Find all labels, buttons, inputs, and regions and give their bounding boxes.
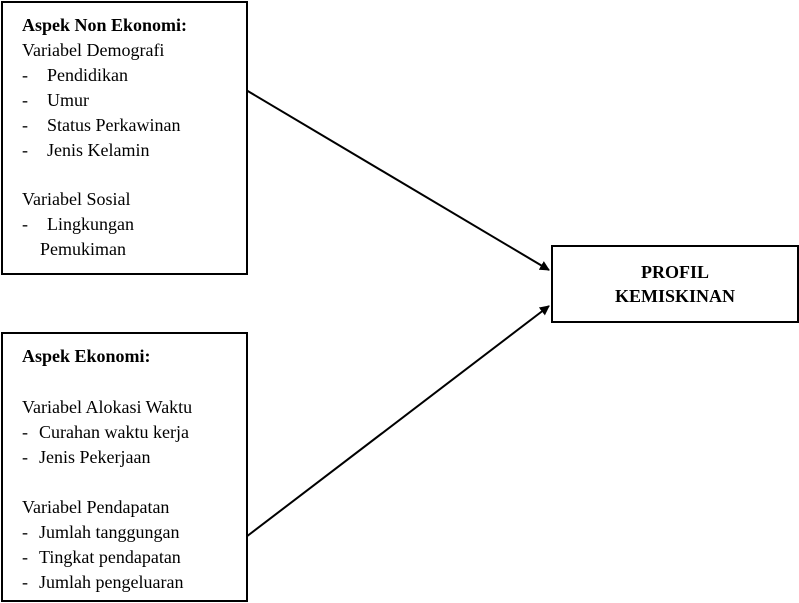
sosial-item-line1: Lingkungan: [47, 214, 134, 234]
sosial-item-line2: Pemukiman: [40, 239, 126, 259]
bullet: -: [22, 65, 28, 85]
profil-title-line2: KEMISKINAN: [614, 286, 735, 306]
bullet: -: [22, 214, 28, 234]
non-ekonomi-heading: Aspek Non Ekonomi:: [22, 15, 188, 35]
pendapatan-item: Tingkat pendapatan: [39, 547, 181, 567]
alokasi-item: Curahan waktu kerja: [39, 422, 189, 442]
profil-kemiskinan-box: PROFIL KEMISKINAN: [551, 245, 799, 323]
bullet: -: [22, 90, 28, 110]
pendapatan-label: Variabel Pendapatan: [22, 497, 170, 517]
demografi-item: Status Perkawinan: [47, 115, 181, 135]
bullet: -: [22, 547, 28, 567]
bullet: -: [22, 115, 28, 135]
arrow-ekonomi-to-profil: [245, 305, 550, 538]
bullet: -: [22, 522, 28, 542]
bullet: -: [22, 447, 28, 467]
bullet: -: [22, 422, 28, 442]
demografi-item: Umur: [47, 90, 89, 110]
arrow-nonekonomi-to-profil: [245, 89, 550, 271]
demografi-item: Jenis Kelamin: [47, 140, 150, 160]
bullet: -: [22, 572, 28, 592]
ekonomi-box: Aspek Ekonomi: Variabel Alokasi Waktu - …: [1, 332, 248, 602]
alokasi-label: Variabel Alokasi Waktu: [22, 397, 193, 417]
pendapatan-item: Jumlah tanggungan: [39, 522, 180, 542]
demografi-label: Variabel Demografi: [22, 40, 165, 60]
non-ekonomi-box: Aspek Non Ekonomi: Variabel Demografi - …: [1, 1, 248, 275]
alokasi-item: Jenis Pekerjaan: [39, 447, 151, 467]
profil-title-line1: PROFIL: [640, 262, 709, 282]
bullet: -: [22, 140, 28, 160]
demografi-item: Pendidikan: [47, 65, 128, 85]
pendapatan-item: Jumlah pengeluaran: [39, 572, 184, 592]
ekonomi-heading: Aspek Ekonomi:: [22, 346, 151, 366]
sosial-label: Variabel Sosial: [22, 189, 131, 209]
